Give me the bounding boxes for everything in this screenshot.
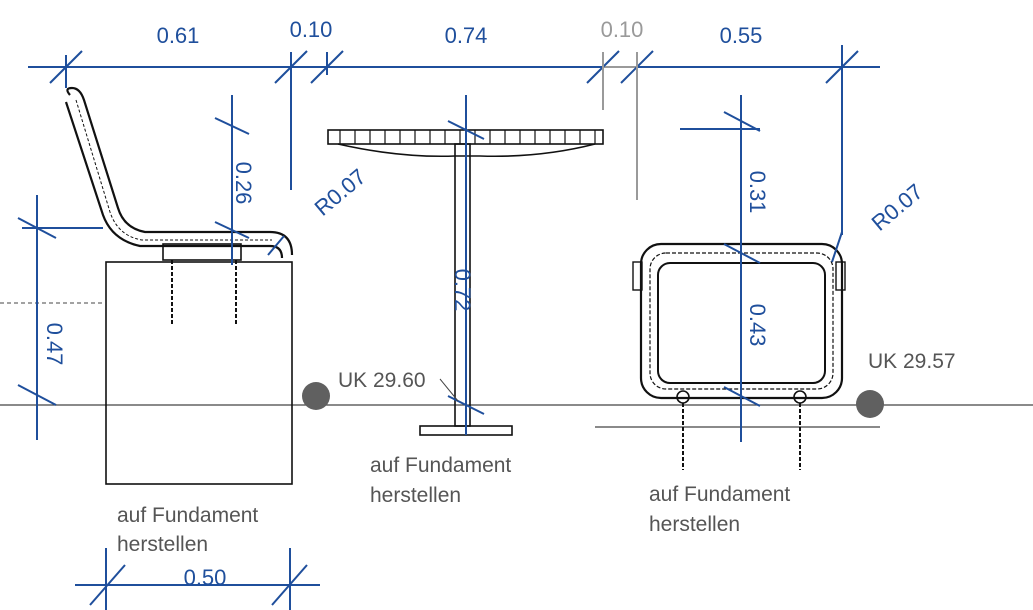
- note-right-line2: herstellen: [649, 513, 740, 536]
- tick-backrest-bottom: [214, 221, 250, 239]
- dim-table-width: 0.74: [445, 23, 488, 48]
- table-frame: [337, 143, 596, 158]
- dim-bench-top-height: 0.31: [745, 171, 770, 214]
- table-dimensions: 0.72 UK 29.60: [338, 95, 485, 435]
- chair-shell-slats: [75, 99, 272, 241]
- dim-seat-height: 0.47: [42, 323, 67, 366]
- top-dimension-chain: 0.61 0.10 0.74 0.10 0.55: [28, 17, 880, 235]
- level-table-leader: [439, 378, 459, 402]
- tick-bench-bottom: [723, 386, 761, 407]
- radius-arrow-left: [267, 235, 285, 256]
- tick-foundation-left: [89, 564, 126, 606]
- bench-side-left: [632, 261, 643, 291]
- radius-arrow-right: [831, 231, 843, 263]
- dim-foundation-width: 0.50: [184, 565, 227, 590]
- note-middle-line2: herstellen: [370, 484, 461, 507]
- level-bench: UK 29.57: [868, 350, 956, 373]
- tick-backrest-top: [214, 117, 250, 135]
- tick-bench-mid: [723, 243, 761, 264]
- level-marker-left: [302, 382, 330, 410]
- dim-radius-right: R0.07: [867, 179, 928, 236]
- chair-seat-bracket: [162, 243, 242, 261]
- chair-side-view: [64, 86, 294, 485]
- chair-shell-inner: [64, 101, 284, 259]
- table-top-slats: [339, 130, 596, 144]
- bench-dimensions: 0.31 0.43 R0.07 UK 29.57: [680, 95, 956, 442]
- dim-gap-right: 0.10: [601, 17, 644, 42]
- dim-gap-left: 0.10: [290, 17, 333, 42]
- dim-bench-width: 0.55: [720, 23, 763, 48]
- chair-foundation-block: [105, 261, 293, 485]
- tick-table-bottom: [447, 395, 485, 415]
- note-middle-line1: auf Fundament: [370, 454, 511, 477]
- tick-seat-bottom: [17, 384, 57, 406]
- dim-radius-left: R0.07: [310, 164, 371, 221]
- level-table: UK 29.60: [338, 369, 426, 392]
- chair-shell-outer: [66, 86, 294, 256]
- tick-table-top: [447, 120, 485, 140]
- dim-table-height: 0.72: [450, 269, 475, 312]
- bench-side-right: [835, 261, 846, 291]
- note-left-line2: herstellen: [117, 533, 208, 556]
- bench-front-view: [632, 242, 846, 470]
- level-marker-right: [856, 390, 884, 418]
- note-right-line1: auf Fundament: [649, 483, 790, 506]
- note-left-line1: auf Fundament: [117, 504, 258, 527]
- tick-bench-top: [723, 111, 761, 132]
- dim-bench-height: 0.43: [745, 304, 770, 347]
- dim-backrest-height: 0.26: [231, 162, 256, 205]
- dim-seat-depth: 0.61: [157, 23, 200, 48]
